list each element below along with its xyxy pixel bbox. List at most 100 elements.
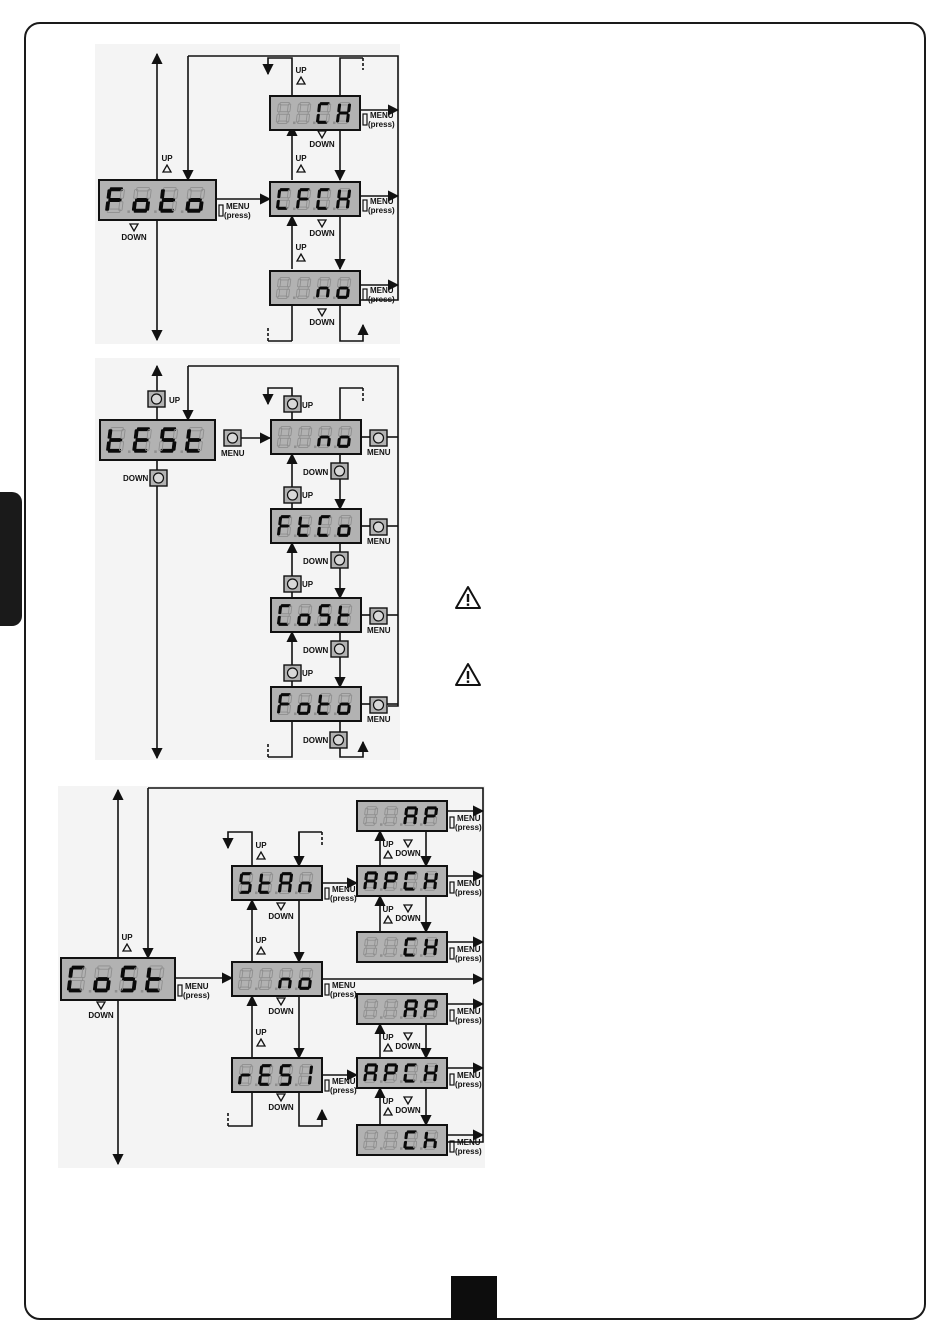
up-triangle-icon (295, 252, 307, 262)
up-button-icon (147, 390, 166, 408)
down-label: DOWN (303, 736, 329, 745)
sub-option-top-display (356, 931, 448, 963)
menu-button-icon (449, 947, 455, 960)
menu-button-icon (369, 607, 388, 625)
press-label: (press) (330, 1086, 357, 1095)
option-display (270, 419, 362, 455)
menu-button-icon (369, 429, 388, 447)
main-display (98, 179, 217, 221)
down-label: DOWN (309, 229, 335, 238)
menu-label: MENU (457, 1138, 481, 1147)
press-label: (press) (455, 1016, 482, 1025)
down-label: DOWN (121, 233, 147, 242)
down-label: DOWN (268, 1103, 294, 1112)
menu-label: MENU (370, 286, 394, 295)
press-label: (press) (455, 823, 482, 832)
menu-label: MENU (226, 202, 250, 211)
up-button-icon (283, 395, 302, 413)
menu-label: MENU (367, 715, 391, 724)
flow-line (148, 787, 484, 1143)
option-display (270, 686, 362, 722)
down-button-icon (330, 462, 349, 480)
down-label: DOWN (303, 468, 329, 477)
down-label: DOWN (123, 474, 149, 483)
up-label: UP (295, 66, 307, 75)
menu-button-icon (369, 518, 388, 536)
menu-button-icon (449, 881, 455, 894)
menu-label: MENU (367, 537, 391, 546)
sub-option-bottom-display (356, 993, 448, 1025)
flow-line (339, 387, 363, 420)
up-label: UP (295, 243, 307, 252)
down-label: DOWN (309, 318, 335, 327)
menu-label: MENU (457, 945, 481, 954)
up-triangle-icon (255, 1037, 267, 1047)
sub-option-bottom-display (356, 1057, 448, 1089)
menu-label: MENU (332, 885, 356, 894)
sub-option-top-display (356, 800, 448, 832)
flow-line (262, 57, 293, 96)
up-label: UP (255, 936, 267, 945)
down-triangle-icon (275, 902, 287, 912)
down-button-icon (149, 469, 168, 487)
menu-button-icon (324, 887, 330, 900)
down-label: DOWN (395, 914, 421, 923)
down-button-icon (329, 731, 348, 749)
flow-line (228, 1092, 253, 1127)
up-label: UP (255, 1028, 267, 1037)
menu-label: MENU (332, 981, 356, 990)
up-label: UP (121, 933, 133, 942)
down-label: DOWN (268, 912, 294, 921)
flow-line (298, 1092, 328, 1127)
menu-label: MENU (457, 879, 481, 888)
option-display (231, 1057, 323, 1093)
down-triangle-icon (316, 219, 328, 229)
up-triangle-icon (382, 1042, 394, 1052)
menu-button-icon (449, 1009, 455, 1022)
up-label: UP (169, 396, 181, 405)
menu-label: MENU (221, 449, 245, 458)
menu-button-icon (218, 204, 224, 217)
menu-button-icon (369, 696, 388, 714)
up-triangle-icon (255, 850, 267, 860)
option-display (231, 961, 323, 997)
up-label: UP (302, 580, 314, 589)
up-triangle-icon (121, 942, 133, 952)
press-label: (press) (330, 894, 357, 903)
down-triangle-icon (95, 1001, 107, 1011)
press-label: (press) (368, 206, 395, 215)
menu-button-icon (449, 1140, 455, 1153)
up-button-icon (283, 575, 302, 593)
down-label: DOWN (309, 140, 335, 149)
up-label: UP (382, 840, 394, 849)
down-triangle-icon (128, 223, 140, 233)
menu-button-icon (324, 1079, 330, 1092)
warning-icon (455, 663, 481, 686)
up-triangle-icon (382, 1106, 394, 1116)
press-label: (press) (224, 211, 251, 220)
up-label: UP (302, 669, 314, 678)
flow-line (188, 365, 399, 707)
down-label: DOWN (303, 646, 329, 655)
menu-label: MENU (370, 111, 394, 120)
sub-option-top-display (356, 865, 448, 897)
down-label: DOWN (268, 1007, 294, 1016)
menu-button-icon (324, 983, 330, 996)
up-triangle-icon (255, 945, 267, 955)
menu-label: MENU (457, 814, 481, 823)
option-display (269, 270, 361, 306)
option-display (270, 508, 362, 544)
menu-button-icon (223, 429, 242, 447)
up-triangle-icon (295, 75, 307, 85)
main-display (99, 419, 216, 461)
up-label: UP (161, 154, 173, 163)
down-triangle-icon (316, 130, 328, 140)
up-label: UP (302, 491, 314, 500)
option-display (231, 865, 323, 901)
menu-label: MENU (332, 1077, 356, 1086)
down-triangle-icon (316, 308, 328, 318)
up-label: UP (382, 1033, 394, 1042)
flow-line (222, 831, 253, 866)
down-triangle-icon (402, 1096, 414, 1106)
